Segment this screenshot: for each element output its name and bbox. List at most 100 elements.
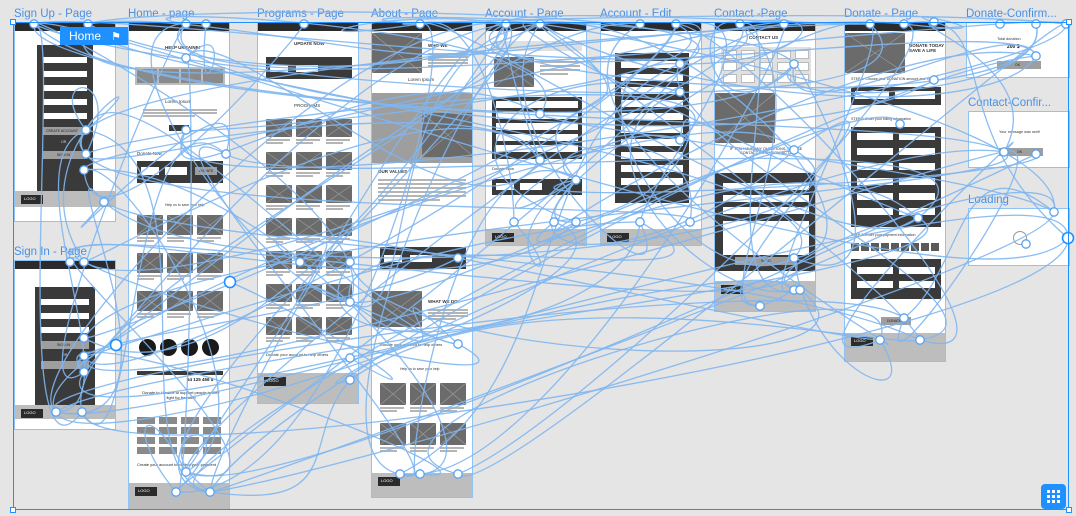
text-line bbox=[326, 307, 343, 309]
donate-submit-label: DONATE bbox=[887, 319, 902, 323]
footer-logo-text: LOGO bbox=[724, 286, 736, 291]
text-line bbox=[326, 172, 350, 174]
text-line bbox=[266, 142, 283, 144]
frame-label-contact[interactable]: Contact -Page bbox=[714, 8, 788, 20]
frame-account-edit[interactable]: LOGO bbox=[600, 22, 702, 246]
frame-label-donate-confirm[interactable]: Donate-Confirm... bbox=[966, 8, 1057, 20]
donate-today-title: DONATE TODAY SAVE A LIFE bbox=[909, 43, 945, 54]
loading-spinner bbox=[1013, 231, 1027, 245]
confirm-message: Your message was sent! bbox=[999, 130, 1041, 134]
help-others-text: Donate your account to help others bbox=[380, 342, 443, 347]
text-line bbox=[296, 238, 320, 240]
text-line bbox=[143, 109, 217, 111]
billing-input bbox=[899, 178, 935, 185]
table-row bbox=[496, 123, 578, 130]
table-row bbox=[496, 134, 578, 141]
program-image bbox=[296, 251, 322, 269]
program-image bbox=[266, 152, 292, 170]
selection-handle[interactable] bbox=[1066, 507, 1072, 513]
text-line bbox=[296, 307, 313, 309]
card-option bbox=[881, 243, 889, 251]
program-image bbox=[326, 152, 352, 170]
contact-cell bbox=[723, 62, 737, 71]
frame-label-about[interactable]: About - Page bbox=[371, 8, 439, 20]
selection-handle[interactable] bbox=[10, 19, 16, 25]
frame-contact-confirm[interactable]: Your message was sent!OK bbox=[968, 111, 1070, 168]
total-donation-label: Total donation bbox=[997, 37, 1021, 41]
frame-label-loading[interactable]: Loading bbox=[968, 194, 1009, 206]
message-textarea bbox=[723, 221, 809, 255]
text-line bbox=[326, 241, 343, 243]
frame-label-account[interactable]: Account - Page bbox=[485, 8, 564, 20]
gallery-thumb bbox=[181, 417, 199, 424]
program-image bbox=[266, 251, 292, 269]
selection-handle[interactable] bbox=[10, 507, 16, 513]
frame-label-account-edit[interactable]: Account - Edit bbox=[600, 8, 672, 20]
frame-loading[interactable] bbox=[968, 208, 1070, 266]
home-flow-tag[interactable]: Home ⚑ bbox=[60, 27, 128, 45]
text-line bbox=[266, 172, 290, 174]
text-line bbox=[266, 307, 283, 309]
text-line bbox=[326, 271, 350, 273]
program-image bbox=[326, 317, 352, 335]
card-option bbox=[901, 243, 909, 251]
contact-cell bbox=[723, 74, 737, 83]
contact-us-title: CONTACT US bbox=[749, 35, 779, 40]
footer-logo-text: LOGO bbox=[610, 234, 622, 239]
program-image bbox=[296, 119, 322, 137]
nav-bar bbox=[258, 23, 358, 31]
billing-input bbox=[857, 208, 893, 215]
text-line bbox=[296, 340, 313, 342]
billing-input bbox=[899, 208, 935, 215]
frame-label-contact-confirm[interactable]: Contact-Confir... bbox=[968, 97, 1052, 109]
frame-label-signup[interactable]: Sign Up - Page bbox=[14, 8, 92, 20]
type-select bbox=[410, 255, 432, 262]
nav-bar bbox=[486, 23, 586, 31]
table-row bbox=[496, 101, 578, 108]
send-label: SEND bbox=[761, 259, 771, 263]
form-input bbox=[43, 71, 87, 77]
frame-label-signin[interactable]: Sign In - Page bbox=[14, 246, 87, 258]
text-line bbox=[197, 316, 214, 318]
connection-wire[interactable] bbox=[427, 308, 883, 475]
card-option bbox=[921, 243, 929, 251]
nav-bar bbox=[15, 261, 115, 269]
gallery-thumb bbox=[203, 447, 221, 454]
contact-cell bbox=[759, 62, 773, 71]
partner-logo bbox=[139, 339, 156, 356]
selection-handle[interactable] bbox=[1066, 19, 1072, 25]
sign-in-label: SIGN IN bbox=[57, 153, 71, 157]
form-input bbox=[621, 139, 683, 146]
type-select bbox=[296, 65, 318, 72]
text-line bbox=[428, 53, 468, 55]
update-now-title: UPDATE NOW bbox=[294, 41, 325, 46]
frame-label-donate[interactable]: Donate - Page bbox=[844, 8, 919, 20]
donate-ukraine-text: Donate to Ukraine to support people in t… bbox=[142, 390, 220, 400]
text-line bbox=[380, 450, 397, 452]
text-line bbox=[380, 407, 404, 409]
program-card-image bbox=[167, 215, 193, 235]
form-input bbox=[723, 183, 809, 190]
footer-logo-text: LOGO bbox=[267, 378, 279, 383]
frame-label-programs[interactable]: Programs - Page bbox=[257, 8, 344, 20]
text-line bbox=[266, 340, 283, 342]
grid-view-button[interactable] bbox=[1041, 484, 1066, 509]
gallery-thumb bbox=[181, 427, 199, 434]
frame-label-home[interactable]: Home - page bbox=[128, 8, 195, 20]
hero-card bbox=[137, 69, 157, 83]
text-line bbox=[378, 187, 466, 189]
ok-label: OK bbox=[1015, 63, 1021, 67]
form-input bbox=[621, 152, 683, 159]
text-line bbox=[326, 208, 343, 210]
raised-amount: 54 125 456 $ bbox=[187, 377, 214, 382]
